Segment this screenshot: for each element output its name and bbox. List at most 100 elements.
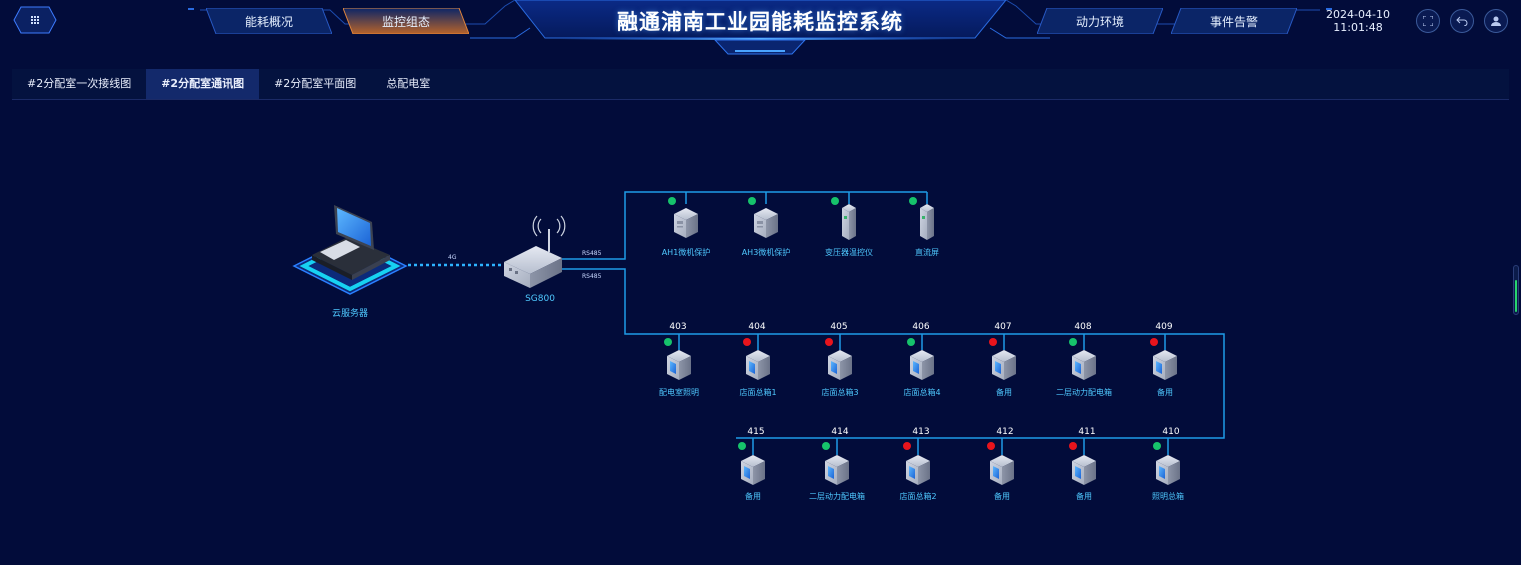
status-indicator-online	[664, 338, 672, 346]
date-text: 2024-04-10	[1326, 8, 1390, 21]
status-indicator-offline	[1150, 338, 1158, 346]
distribution-box-icon[interactable]	[1153, 350, 1177, 380]
user-icon	[1491, 16, 1501, 26]
nav-tab-power-environment[interactable]: 动力环境	[1037, 8, 1163, 34]
protection-device-icon[interactable]	[754, 208, 778, 238]
device-label: 店面总箱4	[903, 388, 941, 397]
device-label: 备用	[1076, 492, 1092, 501]
distribution-box-icon[interactable]	[1072, 350, 1096, 380]
device-label: 店面总箱3	[821, 388, 859, 397]
circuit-number: 411	[1078, 427, 1096, 437]
rs485-bus-top	[562, 191, 927, 260]
datetime: 2024-04-10 11:01:48	[1322, 8, 1394, 34]
status-indicator-online	[738, 442, 746, 450]
device-label: AH1微机保护	[661, 248, 711, 257]
cloud-server-label: 云服务器	[331, 309, 369, 319]
distribution-box-icon[interactable]	[992, 350, 1016, 380]
back-icon	[1456, 16, 1468, 26]
header-frame	[188, 0, 1332, 55]
subtab-floor-plan[interactable]: #2分配室平面图	[274, 77, 357, 90]
circuit-number: 415	[747, 427, 765, 437]
status-indicator-offline	[743, 338, 751, 346]
status-indicator-online	[822, 442, 830, 450]
status-indicator-online	[668, 197, 676, 205]
protection-device-icon[interactable]	[674, 208, 698, 238]
circuit-number: 407	[994, 322, 1012, 332]
distribution-box-icon[interactable]	[910, 350, 934, 380]
circuit-number: 408	[1074, 322, 1092, 332]
circuit-number: 405	[830, 322, 848, 332]
scrollbar-thumb[interactable]	[1515, 280, 1517, 312]
nav-tab-energy-overview[interactable]: 能耗概况	[206, 8, 332, 34]
distribution-box-icon[interactable]	[828, 350, 852, 380]
link-4g-label: 4G	[448, 254, 457, 261]
page-title: 融通浦南工业园能耗监控系统	[617, 10, 903, 34]
user-button[interactable]	[1484, 9, 1508, 33]
circuit-number: 412	[996, 427, 1014, 437]
distribution-box-icon[interactable]	[1072, 455, 1096, 485]
status-indicator-online	[1069, 338, 1077, 346]
device-label: 备用	[745, 492, 761, 501]
status-indicator-offline	[987, 442, 995, 450]
circuit-number: 414	[831, 427, 849, 437]
device-label: AH3微机保护	[741, 248, 791, 257]
router-icon[interactable]	[504, 215, 566, 288]
distribution-box-icon[interactable]	[906, 455, 930, 485]
back-button[interactable]	[1450, 9, 1474, 33]
circuit-number: 410	[1162, 427, 1180, 437]
device-label: 直流屏	[915, 248, 939, 257]
status-indicator-online	[1153, 442, 1161, 450]
subtab-primary-wiring[interactable]: #2分配室一次接线图	[27, 77, 132, 90]
vertical-scrollbar[interactable]	[1513, 265, 1519, 315]
subtab-communication[interactable]: #2分配室通讯图	[146, 69, 260, 99]
app-menu-button[interactable]	[13, 6, 57, 34]
dc-panel-icon[interactable]	[920, 204, 934, 240]
rs485-bus-bottom	[562, 268, 1225, 439]
device-label: 二层动力配电箱	[809, 492, 865, 501]
nav-tab-label: 动力环境	[1075, 14, 1124, 29]
status-indicator-online	[831, 197, 839, 205]
device-label: 店面总箱2	[899, 492, 937, 501]
temperature-controller-icon[interactable]	[842, 204, 856, 240]
circuit-number: 404	[748, 322, 766, 332]
cloud-server-icon[interactable]	[292, 205, 408, 295]
device-label: 二层动力配电箱	[1056, 388, 1112, 397]
distribution-box-icon[interactable]	[825, 455, 849, 485]
distribution-box-icon[interactable]	[667, 350, 691, 380]
status-indicator-offline	[989, 338, 997, 346]
subtab-main-distribution-room[interactable]: 总配电室	[386, 77, 431, 90]
status-indicator-online	[907, 338, 915, 346]
circuit-number: 413	[912, 427, 930, 437]
fullscreen-button[interactable]	[1416, 9, 1440, 33]
status-indicator-offline	[903, 442, 911, 450]
status-indicator-offline	[825, 338, 833, 346]
status-indicator-online	[909, 197, 917, 205]
rs485-bottom-label: RS485	[582, 273, 602, 280]
sub-tab-bar: #2分配室一次接线图 #2分配室通讯图 #2分配室平面图 总配电室	[12, 69, 1509, 100]
device-label: 店面总箱1	[739, 388, 777, 397]
nav-tab-monitor-config[interactable]: 监控组态	[343, 8, 469, 34]
rs485-top-label: RS485	[582, 250, 602, 257]
time-text: 11:01:48	[1333, 21, 1383, 34]
circuit-number: 406	[912, 322, 930, 332]
device-label: 备用	[994, 492, 1010, 501]
device-label: 照明总箱	[1152, 492, 1184, 501]
distribution-box-icon[interactable]	[746, 350, 770, 380]
nav-tab-label: 能耗概况	[244, 14, 293, 29]
circuit-number: 409	[1155, 322, 1173, 332]
nav-tab-event-alarm[interactable]: 事件告警	[1171, 8, 1297, 34]
device-label: 变压器温控仪	[825, 248, 873, 257]
distribution-box-icon[interactable]	[990, 455, 1014, 485]
nav-tab-label: 监控组态	[381, 14, 430, 29]
circuit-number: 403	[669, 322, 687, 332]
distribution-box-icon[interactable]	[741, 455, 765, 485]
gateway-label: SG800	[525, 294, 555, 304]
device-label: 配电室照明	[659, 388, 699, 397]
nav-tab-label: 事件告警	[1209, 14, 1258, 29]
device-drop-lines	[678, 192, 1169, 455]
app-header: 能耗概况 监控组态 融通浦南工业园能耗监控系统 动力环境 事件告警 2024-0…	[0, 0, 1521, 62]
status-indicator-online	[748, 197, 756, 205]
grid-icon	[13, 6, 57, 34]
distribution-box-icon[interactable]	[1156, 455, 1180, 485]
